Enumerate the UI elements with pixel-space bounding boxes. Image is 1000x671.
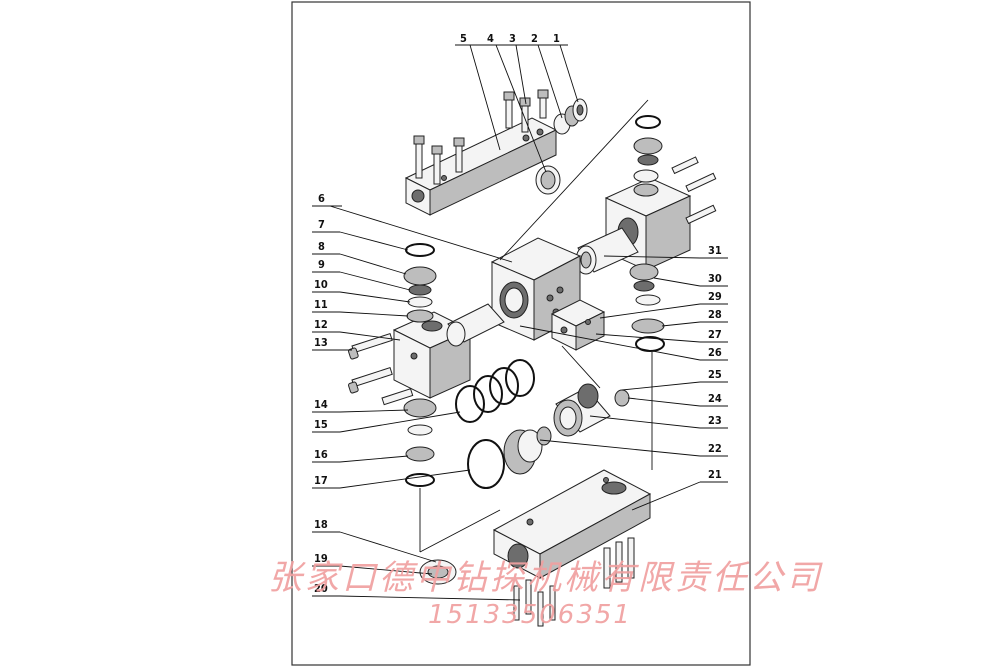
label-part-16: 16: [314, 448, 328, 461]
label-part-21: 21: [708, 468, 722, 481]
label-part-2: 2: [531, 32, 538, 45]
right-valve-stack: [629, 115, 663, 306]
part-13-bolts: [348, 333, 414, 406]
bottom-bolts: [513, 537, 635, 627]
part-19-20-plug: [419, 559, 457, 585]
drawing-frame: [291, 1, 751, 666]
label-part-27: 27: [708, 328, 722, 341]
part-number-leaders: [312, 44, 728, 601]
part-22-25-crosshead: [553, 383, 630, 437]
part-number-labels: 5 4 3 2 1 6 7 8 9 10 11 12 13 14 15 16 1…: [314, 32, 722, 595]
label-part-14: 14: [314, 398, 328, 411]
part-1-2-end-fitting: [553, 98, 588, 135]
label-part-6: 6: [318, 192, 325, 205]
assembly-guide-lines: [419, 99, 653, 553]
label-part-23: 23: [708, 414, 722, 427]
label-part-7: 7: [318, 218, 325, 231]
label-part-1: 1: [553, 32, 560, 45]
part-31-liner: [575, 227, 639, 275]
watermark-phone-number: 15133506351: [428, 600, 632, 630]
label-part-30: 30: [708, 272, 722, 285]
label-part-31: 31: [708, 244, 722, 257]
label-part-15: 15: [314, 418, 328, 431]
part-5-top-manifold: [404, 117, 558, 216]
plunger-assembly: [446, 303, 552, 489]
label-part-20: 20: [314, 582, 328, 595]
part-12-left-valve-body: [392, 311, 472, 399]
label-part-8: 8: [318, 240, 325, 253]
part-21-bottom-manifold: [492, 469, 652, 579]
label-part-17: 17: [314, 474, 328, 487]
label-part-19: 19: [314, 552, 328, 565]
watermark-company-name: 张家口德中钻探机械有限责任公司: [268, 558, 823, 598]
label-part-5: 5: [460, 32, 467, 45]
label-part-3: 3: [509, 32, 516, 45]
label-part-26: 26: [708, 346, 722, 359]
part-3-bolts: [413, 89, 549, 185]
label-part-10: 10: [314, 278, 328, 291]
label-part-18: 18: [314, 518, 328, 531]
label-part-4: 4: [487, 32, 494, 45]
label-part-22: 22: [708, 442, 722, 455]
part-26-29-valve-block: [550, 299, 665, 352]
label-part-24: 24: [708, 392, 722, 405]
label-part-13: 13: [314, 336, 328, 349]
part-4-plug: [535, 165, 561, 195]
label-part-29: 29: [708, 290, 722, 303]
label-part-12: 12: [314, 318, 328, 331]
label-part-11: 11: [314, 298, 328, 311]
label-part-9: 9: [318, 258, 325, 271]
label-part-28: 28: [708, 308, 722, 321]
label-part-25: 25: [708, 368, 722, 381]
